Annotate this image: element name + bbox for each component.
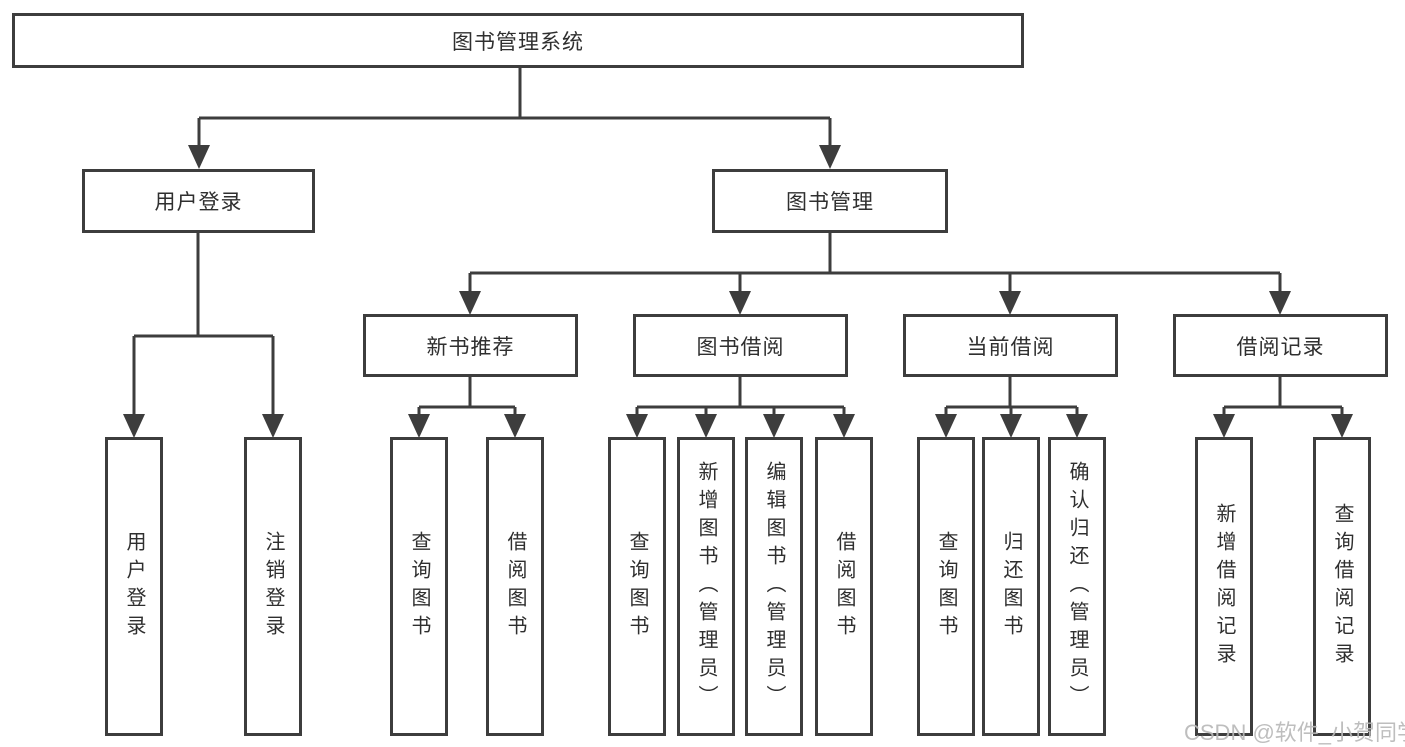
node-book-borrowing: 图书借阅 [633, 314, 848, 377]
node-user-login: 用户登录 [82, 169, 315, 233]
leaf-logout-login: 注销登录 [244, 437, 302, 736]
leaf-query-books-recommend: 查询图书 [390, 437, 448, 736]
csdn-watermark: CSDN @软件_小贺同学 [1184, 720, 1405, 745]
leaf-add-book-admin: 新增图书（管理员） [677, 437, 735, 736]
leaf-borrow-books-borrowing: 借阅图书 [815, 437, 873, 736]
leaf-user-login: 用户登录 [105, 437, 163, 736]
leaf-borrow-books-recommend: 借阅图书 [486, 437, 544, 736]
leaf-confirm-return-admin: 确认归还（管理员） [1048, 437, 1106, 736]
leaf-query-borrow-record: 查询借阅记录 [1313, 437, 1371, 736]
node-current-borrowing: 当前借阅 [903, 314, 1118, 377]
leaf-query-books-current: 查询图书 [917, 437, 975, 736]
node-new-book-recommendation: 新书推荐 [363, 314, 578, 377]
node-library-system: 图书管理系统 [12, 13, 1024, 68]
leaf-query-books-borrowing: 查询图书 [608, 437, 666, 736]
leaf-edit-book-admin: 编辑图书（管理员） [745, 437, 803, 736]
leaf-add-borrow-record: 新增借阅记录 [1195, 437, 1253, 736]
leaf-return-books: 归还图书 [982, 437, 1040, 736]
node-book-management: 图书管理 [712, 169, 948, 233]
node-borrowing-records: 借阅记录 [1173, 314, 1388, 377]
